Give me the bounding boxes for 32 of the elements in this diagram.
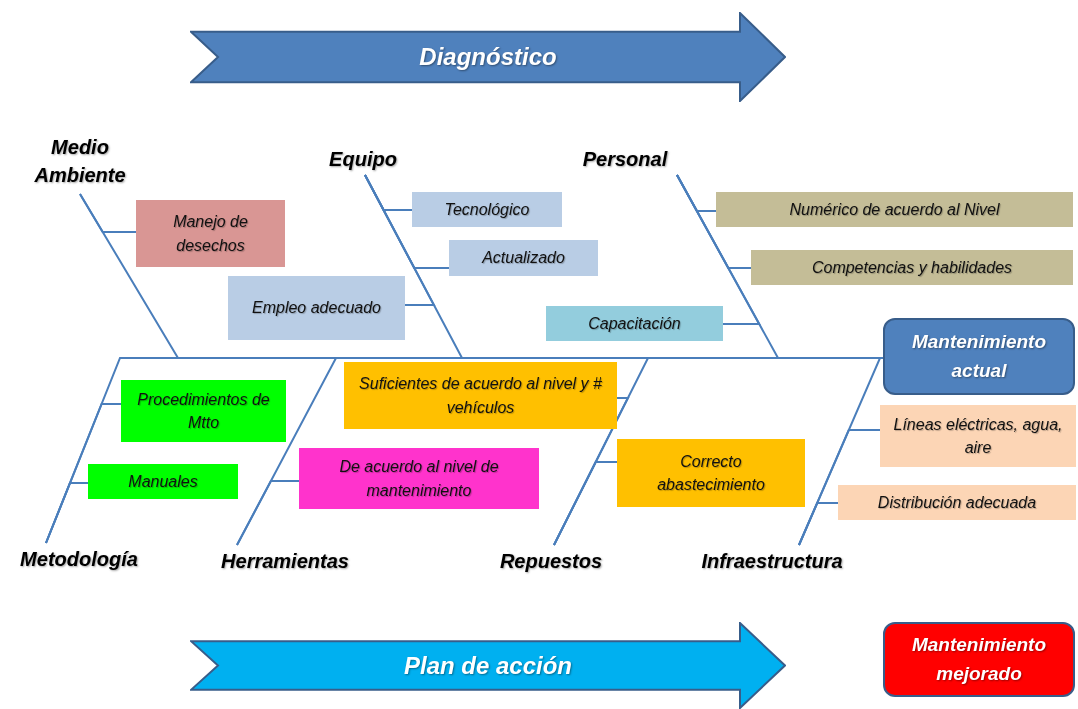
category-label: Medio Ambiente xyxy=(18,128,142,194)
cause-box: Tecnológico xyxy=(412,192,562,227)
category-label: Infraestructura xyxy=(690,545,854,577)
cause-box: Manejo de desechos xyxy=(136,200,285,267)
branch-line xyxy=(45,482,89,544)
cause-box: Capacitación xyxy=(546,306,723,341)
cause-box: Empleo adecuado xyxy=(228,276,405,340)
cause-box: Actualizado xyxy=(449,240,598,276)
category-label: Repuestos xyxy=(494,545,608,577)
branch-line xyxy=(364,174,436,306)
branch-line xyxy=(553,461,618,546)
category-label: Equipo xyxy=(322,143,404,175)
cause-box: Suficientes de acuerdo al nivel y # vehículos xyxy=(344,362,617,429)
category-label: Metodología xyxy=(8,543,150,575)
branch-line xyxy=(236,480,300,546)
branch-line xyxy=(79,193,137,233)
effect-box: Mantenimiento mejorado xyxy=(883,622,1075,697)
cause-box: Manuales xyxy=(88,464,238,499)
cause-box: Líneas eléctricas, agua, aire xyxy=(880,405,1076,467)
cause-box: Procedimientos de Mtto xyxy=(121,380,286,442)
branch-line xyxy=(676,174,761,325)
cause-box: Numérico de acuerdo al Nivel xyxy=(716,192,1073,227)
cause-box: De acuerdo al nivel de mantenimiento xyxy=(299,448,539,509)
category-label: Personal xyxy=(576,143,674,175)
cause-box: Correcto abastecimiento xyxy=(617,439,805,507)
effect-box: Mantenimiento actual xyxy=(883,318,1075,395)
category-label: Herramientas xyxy=(210,545,360,577)
arrow-label: Diagnóstico xyxy=(419,43,557,71)
branch-line xyxy=(798,502,839,546)
cause-box: Competencias y habilidades xyxy=(751,250,1073,285)
cause-box: Distribución adecuada xyxy=(838,485,1076,520)
arrow-label: Plan de acción xyxy=(403,651,573,680)
